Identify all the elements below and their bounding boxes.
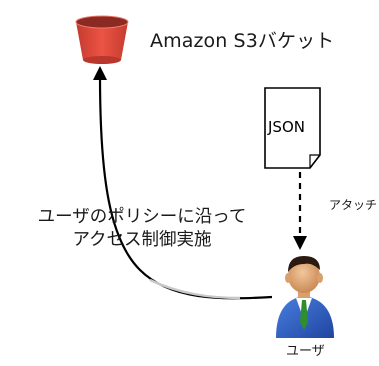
- s3-bucket-icon: [75, 15, 129, 64]
- attach-arrow: [293, 172, 307, 250]
- policy-arrow: [93, 66, 273, 300]
- attach-arrow-head: [293, 236, 307, 250]
- policy-label-line2: アクセス制御実施: [72, 230, 212, 250]
- attach-label: アタッチ: [329, 198, 378, 212]
- user-icon: [276, 256, 334, 338]
- bucket-label: Amazon S3バケット: [150, 30, 335, 52]
- user-label: ユーザ: [286, 344, 325, 359]
- policy-label-line1: ユーザのポリシーに沿って: [37, 207, 247, 227]
- policy-label: ユーザのポリシーに沿って アクセス制御実施: [22, 206, 262, 252]
- document-label: JSON: [267, 118, 305, 136]
- document-icon: [264, 87, 321, 169]
- policy-arrow-head: [93, 66, 107, 80]
